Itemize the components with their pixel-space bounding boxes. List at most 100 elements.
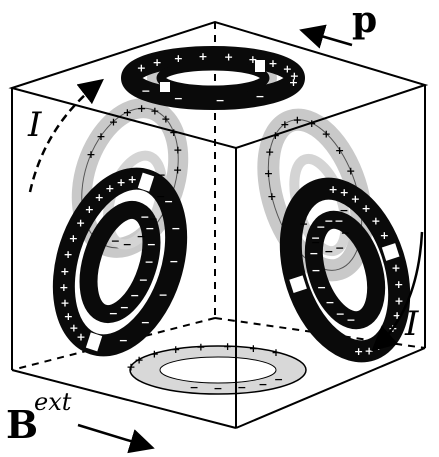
plus-sign: + [224, 50, 233, 63]
plus-sign: + [86, 148, 95, 161]
plus-sign: + [95, 191, 104, 204]
plus-sign: + [128, 173, 137, 186]
minus-sign: − [171, 222, 180, 235]
plus-sign: + [371, 215, 380, 228]
minus-sign: − [141, 85, 150, 98]
minus-sign: − [274, 373, 283, 386]
plus-sign: + [169, 126, 178, 139]
plus-sign: + [109, 116, 118, 129]
minus-sign: − [145, 222, 154, 235]
plus-sign: + [380, 229, 389, 242]
plus-sign: + [280, 118, 289, 131]
plus-sign: + [174, 52, 183, 65]
plus-sign: + [150, 105, 159, 118]
plus-sign: + [60, 265, 69, 278]
minus-sign: − [123, 238, 132, 251]
plus-sign: + [152, 56, 161, 69]
minus-sign: − [309, 247, 318, 260]
plus-sign: + [196, 341, 205, 354]
plus-sign: + [394, 278, 403, 291]
plus-sign: + [173, 144, 182, 157]
minus-sign: − [324, 215, 333, 228]
minus-sign: − [139, 273, 148, 286]
plus-sign: + [123, 106, 132, 119]
plus-sign: + [60, 296, 69, 309]
minus-sign: − [237, 381, 246, 394]
minus-sign: − [255, 90, 264, 103]
plus-sign: + [76, 217, 85, 230]
plus-sign: + [265, 146, 274, 159]
plus-sign: + [346, 165, 355, 178]
minus-sign: − [120, 301, 129, 314]
minus-sign: − [111, 234, 120, 247]
momentum-arrow [304, 31, 352, 45]
minus-sign: − [336, 307, 345, 320]
minus-sign: − [164, 195, 173, 208]
minus-sign: − [109, 307, 118, 320]
plus-sign: + [63, 248, 72, 261]
minus-sign: − [119, 334, 128, 347]
plus-sign: + [267, 190, 276, 203]
plus-sign: + [248, 53, 257, 66]
plus-sign: + [354, 345, 363, 358]
plus-sign: + [364, 344, 373, 357]
plus-sign: + [340, 186, 349, 199]
plus-sign: + [328, 183, 337, 196]
minus-sign: − [335, 241, 344, 254]
plus-sign: + [268, 57, 277, 70]
plus-sign: + [171, 343, 180, 356]
minus-sign: − [215, 94, 224, 107]
plus-sign: + [387, 245, 396, 258]
field-arrow [78, 425, 150, 447]
plus-sign: + [64, 310, 73, 323]
minus-sign: − [299, 217, 308, 230]
plus-sign: + [198, 50, 207, 63]
plus-sign: + [69, 232, 78, 245]
plus-sign: + [271, 346, 280, 359]
minus-sign: − [325, 296, 334, 309]
minus-sign: − [144, 256, 153, 269]
field-label-superscript: ext [34, 388, 72, 416]
plus-sign: + [137, 102, 146, 115]
current-label-right: I [404, 304, 419, 344]
plus-sign: + [137, 61, 146, 74]
plus-sign: + [322, 127, 331, 140]
plus-sign: + [394, 294, 403, 307]
minus-sign: − [334, 215, 343, 228]
plus-sign: + [271, 129, 280, 142]
minus-sign: − [258, 378, 267, 391]
plus-sign: + [116, 176, 125, 189]
plus-sign: + [249, 342, 258, 355]
minus-sign: − [130, 289, 139, 302]
minus-sign: − [346, 313, 355, 326]
plus-sign: + [223, 340, 232, 353]
plus-sign: + [335, 144, 344, 157]
plus-sign: + [264, 167, 273, 180]
plus-sign: + [289, 76, 298, 89]
minus-sign: − [324, 245, 333, 258]
plus-sign: + [293, 114, 302, 127]
minus-sign: − [169, 255, 178, 268]
minus-sign: − [157, 168, 166, 181]
plus-sign: + [173, 164, 182, 177]
minus-sign: − [213, 382, 222, 395]
plus-sign: + [161, 113, 170, 126]
plus-sign: + [96, 130, 105, 143]
minus-sign: − [311, 264, 320, 277]
plus-sign: + [85, 203, 94, 216]
plus-sign: + [307, 117, 316, 130]
minus-sign: − [189, 381, 198, 394]
plus-sign: + [391, 261, 400, 274]
minus-sign: − [147, 238, 156, 251]
momentum-label: p [352, 0, 377, 41]
plus-sign: + [351, 193, 360, 206]
plus-sign: + [59, 281, 68, 294]
plus-sign: + [69, 322, 78, 335]
plus-sign: + [105, 182, 114, 195]
current-label-top: I [27, 105, 42, 145]
minus-sign: − [341, 227, 350, 240]
plus-sign: + [134, 353, 143, 366]
minus-sign: − [311, 232, 320, 245]
minus-sign: − [158, 288, 167, 301]
